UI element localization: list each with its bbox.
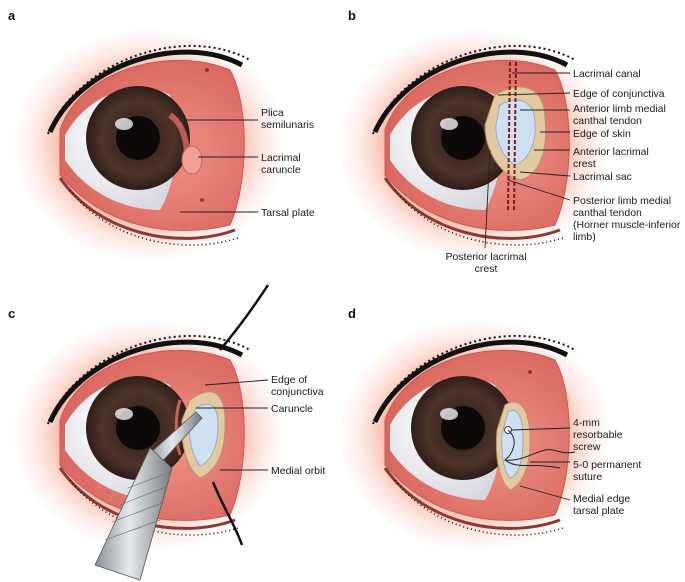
label-lacrimal-sac: Lacrimal sac	[573, 171, 632, 183]
panel-a-eye	[15, 30, 285, 260]
label-edge-skin: Edge of skin	[573, 128, 631, 140]
label-posterior-limb-1: Posterior limb medial	[573, 195, 671, 207]
label-d-tarsal-2: tarsal plate	[573, 505, 625, 517]
label-anterior-limb-1: Anterior limb medial	[573, 103, 666, 115]
label-posterior-limb-4: limb)	[573, 231, 596, 243]
label-d-suture-1: 5-0 permanent	[573, 459, 641, 471]
label-c-edge-conj-1: Edge of	[271, 374, 307, 386]
label-plica-1: Plica	[261, 107, 284, 119]
panel-c-retractor-lower	[211, 481, 244, 546]
panel-c-caruncle-edge	[174, 399, 182, 456]
label-c-medial-orbit: Medial orbit	[271, 465, 325, 477]
label-anterior-limb-2: canthal tendon	[573, 115, 642, 127]
panel-c: c Edge of conjunctiva Caruncle Medial or…	[8, 284, 325, 581]
label-d-screw-1: 4-mm	[573, 417, 600, 429]
label-posterior-crest-1: Posterior lacrimal	[445, 251, 526, 263]
label-caruncle-1: Lacrimal	[261, 152, 301, 164]
label-d-tarsal-1: Medial edge	[573, 493, 630, 505]
label-c-edge-conj-2: conjunctiva	[271, 386, 324, 398]
panel-a-caruncle	[181, 145, 203, 175]
panel-c-drill-handpiece	[94, 411, 203, 581]
label-c-caruncle: Caruncle	[271, 403, 313, 415]
panel-d: d 4-mm resorbable screw 5-0 permanent su…	[340, 306, 641, 550]
panel-b-lacrimal-canal	[507, 61, 511, 211]
panel-b-lacrimal-sac	[495, 99, 536, 166]
panel-b: b Lacrimal canal Edge of conjunctiva Ant…	[340, 8, 681, 275]
panel-c-letter: c	[8, 306, 15, 321]
panel-d-letter: d	[348, 306, 356, 321]
label-caruncle-2: caruncle	[261, 164, 301, 176]
panel-d-suture	[503, 429, 576, 461]
label-posterior-crest-2: crest	[475, 263, 498, 275]
label-d-suture-2: suture	[573, 471, 602, 483]
label-anterior-crest-1: Anterior lacrimal	[573, 146, 649, 158]
panel-b-letter: b	[348, 8, 356, 23]
panel-b-eye	[340, 30, 610, 260]
label-tarsal-plate: Tarsal plate	[261, 207, 315, 219]
panel-d-eye	[340, 320, 610, 550]
label-d-screw-3: screw	[573, 441, 601, 453]
label-plica-2: semilunaris	[261, 119, 314, 131]
panel-a: a Plica semilunaris Lacrimal caruncle Ta…	[8, 8, 315, 260]
label-posterior-limb-2: canthal tendon	[573, 207, 642, 219]
label-lacrimal-canal: Lacrimal canal	[573, 68, 641, 80]
label-edge-conjunctiva: Edge of conjunctiva	[573, 88, 665, 100]
panel-c-retractor-upper	[219, 284, 270, 351]
panel-a-letter: a	[8, 8, 16, 23]
label-anterior-crest-2: crest	[573, 158, 596, 170]
label-posterior-limb-3: (Horner muscle-inferior	[573, 219, 681, 231]
label-d-screw-2: resorbable	[573, 429, 623, 441]
